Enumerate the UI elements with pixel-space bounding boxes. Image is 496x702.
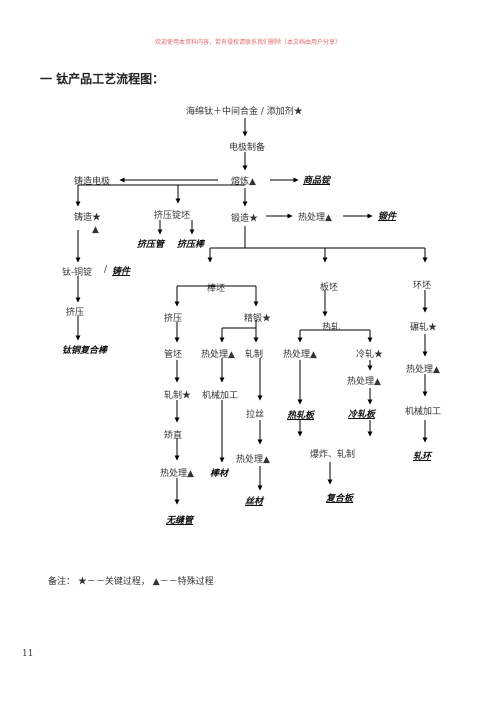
step-finish-forge: 精锻★	[244, 314, 272, 324]
step-ring-roll: 碾轧★	[410, 323, 438, 333]
step-rolling: 轧制	[245, 350, 264, 360]
product-castings: 铸件	[112, 267, 131, 277]
step-forging: 锻造★	[231, 214, 259, 224]
casting-special-mark: ▲	[92, 225, 99, 235]
page-number: 11	[22, 649, 34, 659]
step-explosion-roll: 爆炸、轧制	[310, 450, 356, 460]
step-drawing: 拉丝	[246, 410, 265, 420]
product-forgings: 锻件	[378, 212, 397, 222]
product-rolled-ring: 轧环	[413, 452, 432, 462]
step-heat-treat-7: 热处理▲	[160, 469, 194, 479]
step-heat-treat-6: 热处理▲	[236, 455, 270, 465]
step-machining-1: 机械加工	[202, 391, 239, 401]
product-clad-plate: 复合板	[326, 494, 354, 504]
step-melting: 熔炼▲	[231, 177, 256, 187]
separator-slash: /	[104, 265, 108, 275]
step-cold-roll: 冷轧★	[356, 350, 384, 360]
section-heading: 一 钛产品工艺流程图：	[40, 72, 165, 86]
product-hot-plate: 热轧板	[287, 411, 315, 421]
step-electrode-prep: 电极制备	[229, 143, 266, 153]
step-bar-billet: 棒坯	[207, 284, 226, 294]
step-extrude-billet: 挤压锭坯	[154, 211, 191, 221]
product-cold-plate: 冷轧板	[348, 410, 376, 420]
step-heat-treat-1: 热处理▲	[298, 213, 332, 223]
step-heat-treat-3: 热处理▲	[283, 350, 317, 360]
step-roll-2: 轧制★	[164, 391, 192, 401]
step-casting: 铸造★	[74, 213, 102, 223]
product-commercial-ingot: 商品锭	[303, 176, 331, 186]
step-raw-materials: 海绵钛＋中间合金 / 添加剂★	[186, 107, 303, 117]
step-machining-2: 机械加工	[405, 407, 442, 417]
step-tube-billet: 管坯	[164, 350, 183, 360]
step-heat-treat-5: 热处理▲	[347, 377, 381, 387]
product-wire: 丝材	[245, 497, 264, 507]
document-banner: 欢迎使用本资料内容，若有侵权请联系我们删除（本文档由用户分享）	[154, 39, 341, 46]
step-heat-treat-4: 热处理▲	[406, 365, 440, 375]
product-extruded-tube: 挤压管	[137, 240, 165, 250]
step-cast-electrode: 铸造电极	[74, 177, 111, 187]
product-extruded-rod: 挤压棒	[177, 240, 205, 250]
step-plate-billet: 板坯	[320, 283, 339, 293]
step-extrusion: 挤压	[66, 308, 85, 318]
legend-note: 备注： ★－－关键过程， ▲－－特殊过程	[48, 577, 214, 587]
step-hot-roll: 热轧	[322, 323, 341, 333]
step-ti-cu-ingot: 钛-铜锭	[62, 268, 93, 278]
step-extrude-2: 挤压	[164, 314, 183, 324]
product-rod: 棒材	[210, 469, 229, 479]
product-ti-cu-rod: 钛铜复合棒	[62, 346, 108, 356]
step-heat-treat-2: 热处理▲	[201, 350, 235, 360]
step-ring-billet: 环坯	[413, 281, 432, 291]
step-straighten: 矫直	[164, 431, 183, 441]
product-seamless-tube: 无缝管	[166, 516, 194, 526]
